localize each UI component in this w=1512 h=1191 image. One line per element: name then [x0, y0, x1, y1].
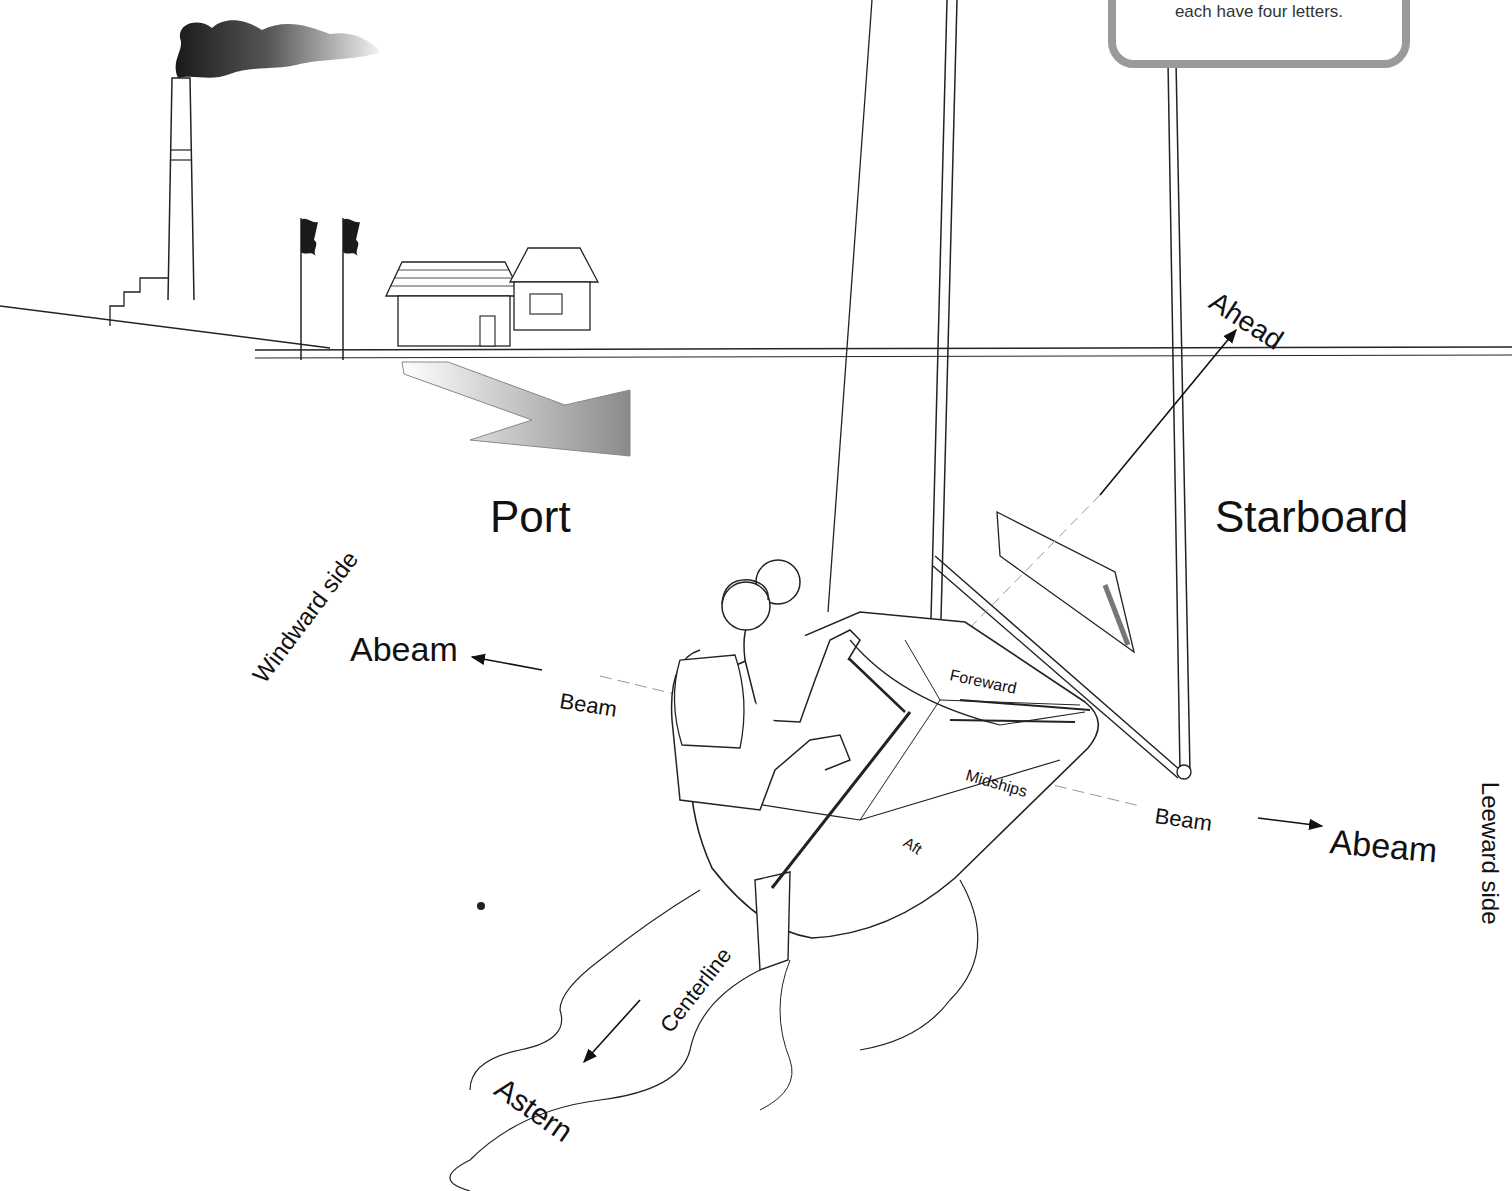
sail-batten: [997, 512, 1134, 652]
shore-line: [0, 306, 330, 348]
sail-edge: [828, 0, 872, 612]
direction-label: Ahead: [1203, 286, 1288, 357]
abeam-arrow: [1258, 818, 1322, 826]
flag: [343, 219, 360, 256]
factory-steps: [110, 278, 168, 326]
reference-label: Beam: [558, 688, 619, 722]
reference-label: Centerline: [655, 943, 737, 1038]
abeam-arrow: [472, 657, 542, 670]
wind-arrow: [402, 362, 630, 456]
boom-end: [1177, 765, 1191, 779]
buoy-dot: [477, 902, 485, 910]
stack-band: [170, 149, 192, 150]
wake: [760, 960, 792, 1110]
sailor-hair: [722, 580, 768, 604]
house-roof: [510, 248, 598, 282]
flag: [301, 219, 318, 256]
callout-text: each have four letters.: [1116, 2, 1402, 22]
direction-label: Astern: [488, 1071, 579, 1149]
horizon-line: [255, 347, 1512, 350]
direction-label: Abeam: [1328, 822, 1439, 870]
side-label: Windward side: [247, 546, 364, 688]
house-roof: [386, 262, 522, 296]
lifejacket: [674, 655, 744, 748]
sailor-body: [744, 610, 860, 722]
sheet-line: [850, 640, 1085, 725]
sailor-head: [722, 582, 770, 630]
part-label: Foreward: [948, 666, 1018, 698]
wake: [860, 880, 978, 1050]
deck-line: [905, 640, 940, 700]
part-label: Aft: [900, 833, 925, 857]
batten-shade: [1105, 585, 1128, 645]
callout-box: each have four letters.: [1108, 0, 1410, 68]
house-body: [514, 282, 590, 330]
side-label: Port: [490, 492, 571, 543]
sail-leech: [1176, 62, 1190, 772]
bow-lines: [950, 700, 1090, 722]
part-label: Midships: [963, 766, 1029, 801]
smoke: [176, 20, 380, 78]
stack-band: [170, 159, 192, 160]
astern-arrow: [584, 1000, 640, 1062]
sailor-body: [672, 650, 850, 810]
wake: [470, 890, 700, 1090]
direction-label: Abeam: [350, 630, 458, 669]
house-door: [480, 316, 495, 346]
house-body: [398, 296, 510, 346]
horizon-line: [255, 355, 1512, 358]
side-label: Starboard: [1215, 492, 1408, 543]
side-label: Leeward side: [1476, 782, 1504, 925]
house-window: [530, 294, 562, 314]
wake: [450, 970, 760, 1191]
ahead-arrow: [1100, 330, 1236, 495]
ahead-guide: [958, 495, 1100, 640]
reference-label: Beam: [1153, 803, 1213, 836]
smokestack: [168, 78, 194, 300]
